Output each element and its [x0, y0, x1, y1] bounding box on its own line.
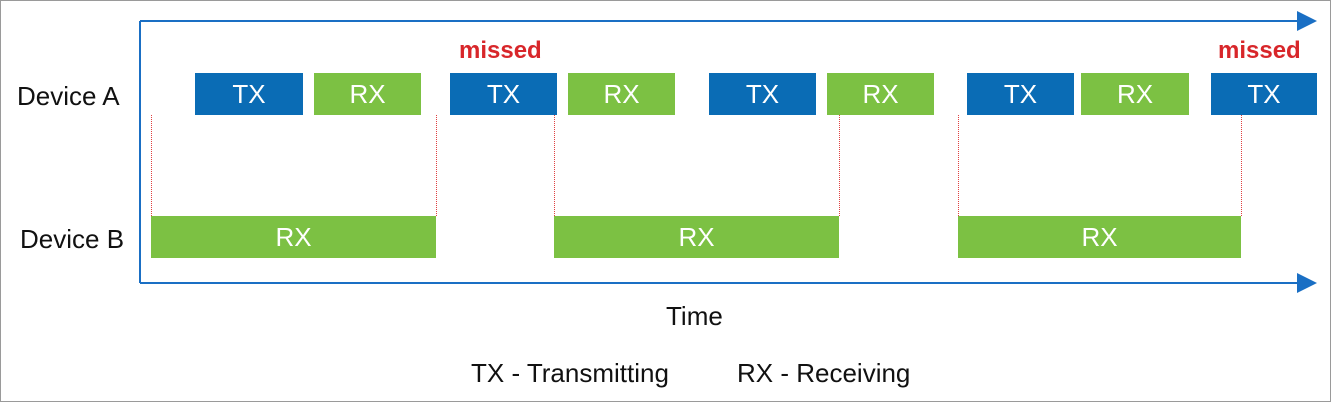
device-a-rx-block: RX	[568, 73, 675, 115]
device-a-tx-block: TX	[450, 73, 557, 115]
legend-tx: TX - Transmitting	[471, 358, 669, 388]
device-a-tx-block: TX	[1211, 73, 1317, 115]
device-a-tx-block: TX	[967, 73, 1074, 115]
device-a-rx-block: RX	[827, 73, 934, 115]
legend-rx: RX - Receiving	[737, 358, 911, 388]
device-a-rx-block: RX	[314, 73, 421, 115]
device-a-label: Device A	[17, 81, 120, 111]
device-a-tx-block: TX	[709, 73, 816, 115]
device-b-label: Device B	[20, 224, 125, 254]
window-boundary-line	[958, 115, 959, 216]
time-axis-title: Time	[666, 301, 723, 331]
missed-label: missed	[459, 37, 542, 64]
window-boundary-line	[151, 115, 152, 216]
window-boundary-line	[554, 115, 555, 216]
device-b-rx-block: RX	[554, 216, 839, 258]
device-b-rx-block: RX	[958, 216, 1241, 258]
window-boundary-line	[1241, 115, 1242, 216]
window-boundary-line	[436, 115, 437, 216]
device-a-tx-block: TX	[195, 73, 303, 115]
window-boundary-line	[839, 115, 840, 216]
device-a-rx-block: RX	[1081, 73, 1189, 115]
missed-label: missed	[1218, 37, 1301, 64]
device-b-rx-block: RX	[151, 216, 436, 258]
